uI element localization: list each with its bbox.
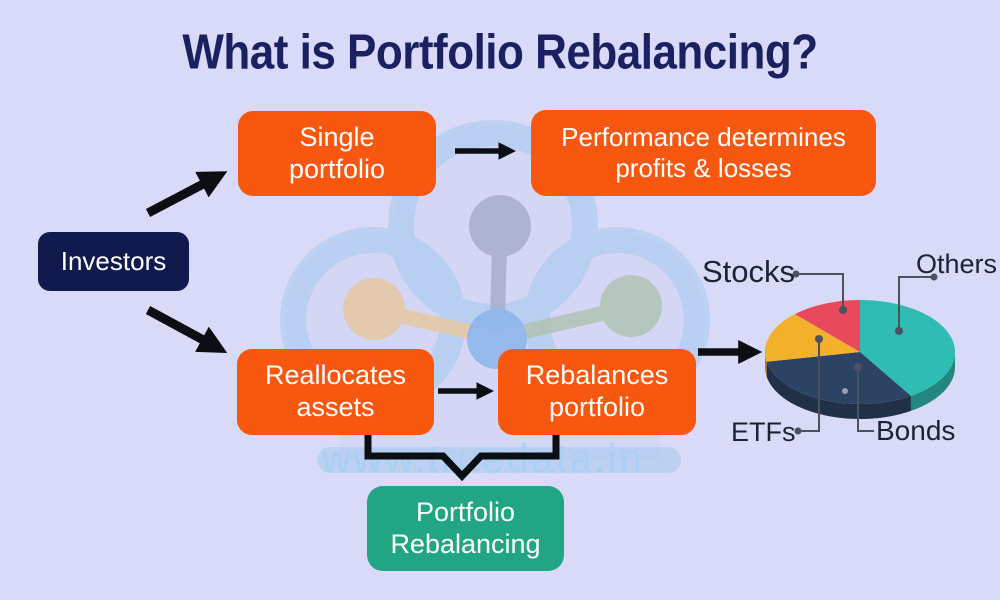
- pie-label-etfs: ETFs: [731, 417, 796, 447]
- bonds-extra-dot: [842, 388, 848, 394]
- single-portfolio-box: Single portfolio: [238, 111, 436, 196]
- page-title: What is Portfolio Rebalancing?: [182, 25, 818, 80]
- pie-slice-bonds: [766, 352, 911, 404]
- portfolio-rebalancing-label: Portfolio Rebalancing: [390, 496, 541, 559]
- arrow-investors-to-single: [145, 171, 228, 217]
- pie-callouts: [792, 270, 938, 435]
- pie-label-stocks: Stocks: [702, 254, 796, 289]
- leader-others: [898, 276, 934, 331]
- rebalances-portfolio-box: Rebalances portfolio: [498, 349, 696, 435]
- pie-slice-side-bonds: [766, 361, 911, 419]
- investors-label: Investors: [60, 246, 167, 277]
- pie-slice-etfs: [765, 314, 860, 362]
- pie-slice-side-others: [910, 352, 955, 411]
- pie-slice-others: [860, 300, 955, 396]
- investors-box: Investors: [38, 232, 189, 291]
- molecule-node-left: [343, 278, 405, 340]
- pie-slice-side-etfs: [765, 352, 767, 377]
- leader-bonds: [857, 367, 874, 432]
- single-portfolio-label: Single portfolio: [288, 121, 386, 184]
- leader-stocks: [796, 273, 844, 310]
- merge-bracket-arrow: [364, 435, 560, 482]
- pie-label-bonds: Bonds: [876, 415, 956, 446]
- pie-label-others: Others: [916, 249, 998, 279]
- arrow-investors-to-reallocates: [145, 306, 228, 353]
- molecule-node-top: [469, 195, 531, 257]
- performance-label: Performance determines profits & losses: [561, 122, 846, 183]
- reallocates-assets-box: Reallocates assets: [237, 349, 434, 435]
- leader-etfs: [798, 339, 820, 432]
- pie-chart: [765, 300, 955, 419]
- rebalances-portfolio-label: Rebalances portfolio: [525, 360, 669, 422]
- performance-box: Performance determines profits & losses: [531, 110, 876, 196]
- molecule-node-right: [600, 275, 662, 337]
- portfolio-rebalancing-box: Portfolio Rebalancing: [367, 486, 564, 571]
- molecule-icon: [343, 195, 662, 369]
- reallocates-assets-label: Reallocates assets: [264, 360, 407, 422]
